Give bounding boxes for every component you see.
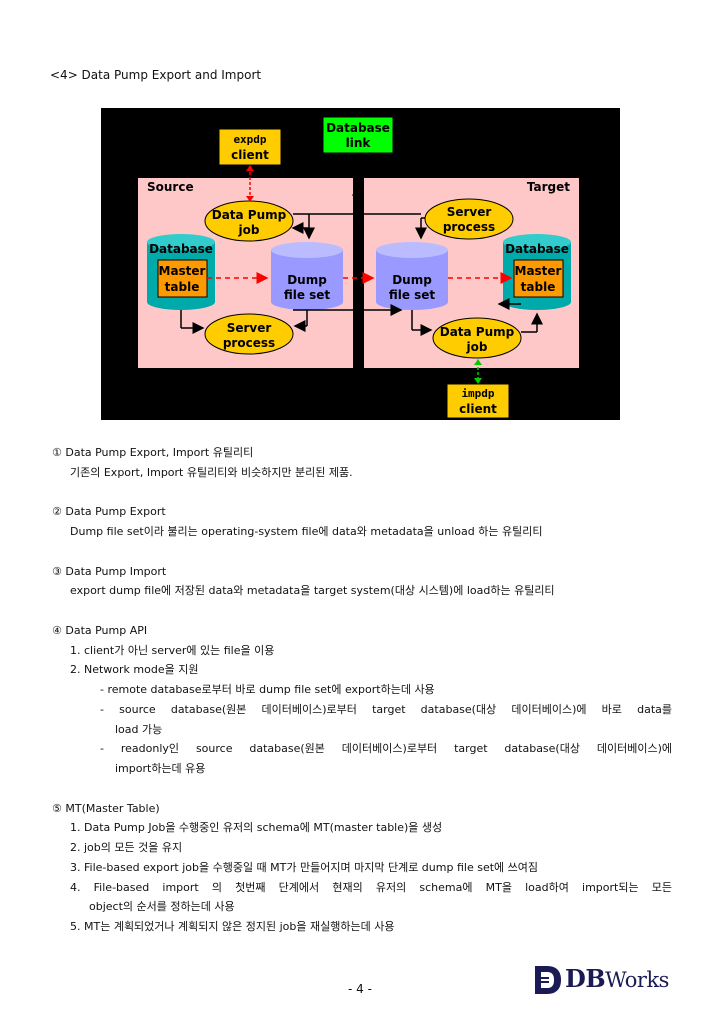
target-server-line1: Server (447, 205, 492, 219)
section-5-item-2: 2. job의 모든 것을 유지 (70, 841, 183, 854)
expdp-client-label: client (231, 148, 269, 162)
dbworks-logo: DBWorks (533, 962, 673, 998)
section-4-item-1: 1. client가 아닌 server에 있는 file을 이용 (70, 643, 275, 657)
dbworks-logo-icon (535, 966, 561, 994)
dblink-line1: Database (326, 121, 390, 135)
section-heading: <4> Data Pump Export and Import (50, 68, 262, 82)
section-5-title: ⑤ MT(Master Table) (52, 801, 160, 815)
expdp-client-box (218, 128, 282, 166)
section-1-title: ① Data Pump Export, Import 유틸리티 (52, 446, 254, 459)
source-data-pump-job (204, 200, 294, 242)
source-dump-line1: Dump (287, 273, 327, 287)
section-4-dash-2-cont: load 가능 (115, 722, 163, 736)
section-4-title: ④ Data Pump API (52, 623, 148, 637)
target-label: Target (527, 180, 570, 194)
section-5-item-3: 3. File-based export job을 수행중일 때 MT가 만들어… (70, 860, 538, 874)
target-server-line2: process (443, 220, 495, 234)
section-5-item-5: 5. MT는 계획되었거나 계획되지 않은 정지된 job을 재실행하는데 사용 (70, 920, 395, 933)
impdp-client-box (446, 383, 510, 419)
data-pump-diagram: Source Target expdp client Database link… (101, 108, 620, 420)
source-label: Source (147, 180, 194, 194)
section-5-item-1: 1. Data Pump Job을 수행중인 유저의 schema에 MT(ma… (70, 821, 443, 835)
source-server-process (204, 313, 294, 355)
target-data-pump-job (432, 317, 522, 359)
document-body: ① Data Pump Export, Import 유틸리티 기존의 Expo… (52, 443, 672, 937)
source-master-table (157, 259, 208, 298)
source-database-label: Database (149, 242, 213, 256)
target-master-table (513, 259, 564, 298)
section-2-title: ② Data Pump Export (52, 505, 166, 519)
source-job-line1: Data Pump (212, 208, 287, 222)
source-server-line1: Server (227, 321, 272, 335)
target-dump-line2: file set (389, 288, 436, 302)
source-dump-line2: file set (284, 288, 331, 302)
target-master-line2: table (521, 280, 556, 294)
section-2-body: Dump file set이라 불리는 operating-system fil… (70, 525, 543, 538)
section-4-item-2: 2. Network mode을 지원 (70, 663, 199, 677)
section-4-dash-2: - source database(원본 데이터베이스)로부터 target d… (100, 702, 672, 716)
target-job-line1: Data Pump (440, 325, 515, 339)
dbworks-logo-text: DBWorks (565, 964, 669, 993)
section-3-body: export dump file에 저장된 data와 metadata을 ta… (70, 584, 555, 598)
target-server-process (424, 198, 514, 240)
target-master-line1: Master (515, 264, 562, 278)
section-4-dash-1: - remote database로부터 바로 dump file set에 e… (100, 683, 435, 696)
section-5-item-4: 4. File-based import 의 첫번째 단계에서 현재의 유저의 … (70, 880, 672, 894)
source-master-line2: table (165, 280, 200, 294)
impdp-client-label: client (459, 402, 497, 416)
section-3-title: ③ Data Pump Import (52, 564, 167, 578)
source-dump-file-set (271, 242, 343, 310)
target-database-label: Database (505, 242, 569, 256)
page-number: - 4 - (348, 982, 372, 996)
source-master-line1: Master (159, 264, 206, 278)
section-4-dash-3: - readonly인 source database(원본 데이터베이스)로부… (100, 742, 672, 756)
target-job-line2: job (466, 340, 488, 354)
impdp-label: impdp (461, 387, 494, 400)
expdp-label: expdp (233, 133, 266, 146)
dblink-line2: link (346, 136, 372, 150)
source-job-line2: job (238, 223, 260, 237)
section-4-dash-3-cont: import하는데 유용 (115, 762, 206, 775)
source-server-line2: process (223, 336, 275, 350)
target-dump-line1: Dump (392, 273, 432, 287)
section-5-item-4-cont: object의 순서를 정하는데 사용 (89, 900, 235, 914)
section-1-body: 기존의 Export, Import 유틸리티와 비슷하지만 분리된 제품. (70, 465, 353, 479)
